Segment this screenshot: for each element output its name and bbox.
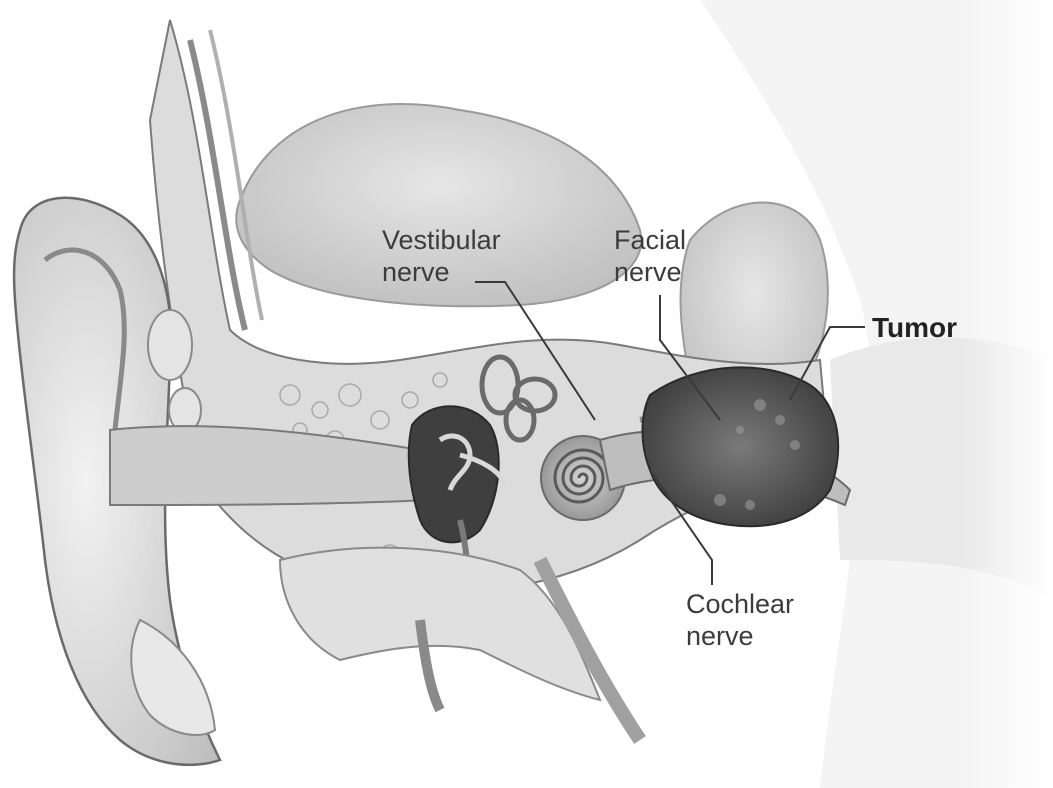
edge-fade — [960, 0, 1053, 788]
tumor-label: Tumor — [872, 312, 957, 344]
middle-ear — [409, 406, 499, 542]
cochlear-nerve-label: Cochlear nerve — [686, 588, 794, 652]
ear-cartilage-1 — [148, 310, 192, 380]
vestibular-nerve-label: Vestibular nerve — [382, 224, 501, 288]
facial-nerve-label: Facial nerve — [614, 224, 686, 288]
